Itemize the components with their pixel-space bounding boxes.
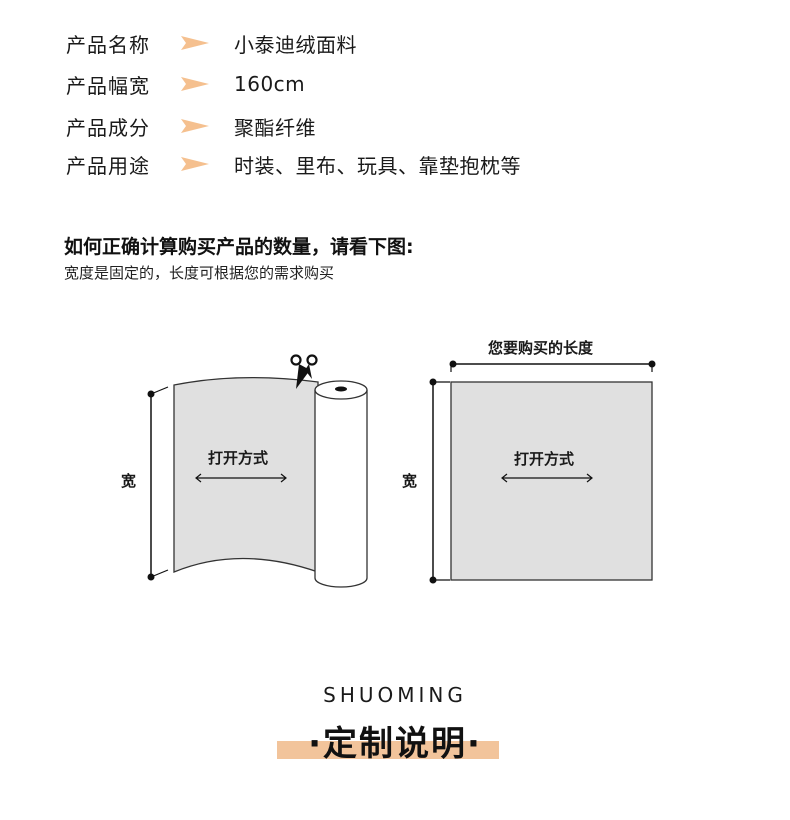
spec-value: 时装、里布、玩具、靠垫抱枕等 bbox=[234, 153, 521, 178]
fabric-diagrams bbox=[147, 354, 656, 588]
arrow-right-icon bbox=[181, 157, 209, 171]
spec-row-name: 产品名称 小泰迪绒面料 bbox=[66, 28, 357, 58]
right-open-label: 打开方式 bbox=[514, 450, 575, 468]
spec-value: 小泰迪绒面料 bbox=[234, 32, 357, 57]
footer-chinese-title: ·定制说明· bbox=[308, 724, 482, 764]
spec-label: 产品用途 bbox=[66, 153, 150, 178]
howto-subtitle: 宽度是固定的，长度可根据您的需求购买 bbox=[64, 264, 335, 282]
spec-row-usage: 产品用途 时装、里布、玩具、靠垫抱枕等 bbox=[66, 149, 521, 179]
howto-title: 如何正确计算购买产品的数量，请看下图: bbox=[64, 236, 414, 258]
left-width-label: 宽 bbox=[121, 472, 137, 490]
spec-row-width: 产品幅宽 160cm bbox=[66, 69, 305, 99]
arrow-right-icon bbox=[181, 77, 209, 91]
arrow-right-icon bbox=[181, 36, 209, 50]
spec-value: 聚酯纤维 bbox=[234, 115, 316, 140]
spec-label: 产品幅宽 bbox=[66, 73, 150, 98]
diagram-flat bbox=[429, 360, 656, 584]
right-width-label: 宽 bbox=[402, 472, 418, 490]
footer-highlight-bar bbox=[277, 741, 499, 759]
arrow-right-icon bbox=[181, 119, 209, 133]
right-length-label: 您要购买的长度 bbox=[488, 339, 594, 357]
left-open-label: 打开方式 bbox=[208, 449, 269, 467]
spec-label: 产品成分 bbox=[66, 115, 150, 140]
spec-row-composition: 产品成分 聚酯纤维 bbox=[66, 111, 316, 141]
footer-english-title: SHUOMING bbox=[323, 683, 467, 707]
diagram-roll bbox=[147, 354, 368, 588]
spec-label: 产品名称 bbox=[66, 32, 150, 57]
scissors-icon bbox=[290, 354, 318, 389]
spec-value: 160cm bbox=[234, 72, 306, 96]
